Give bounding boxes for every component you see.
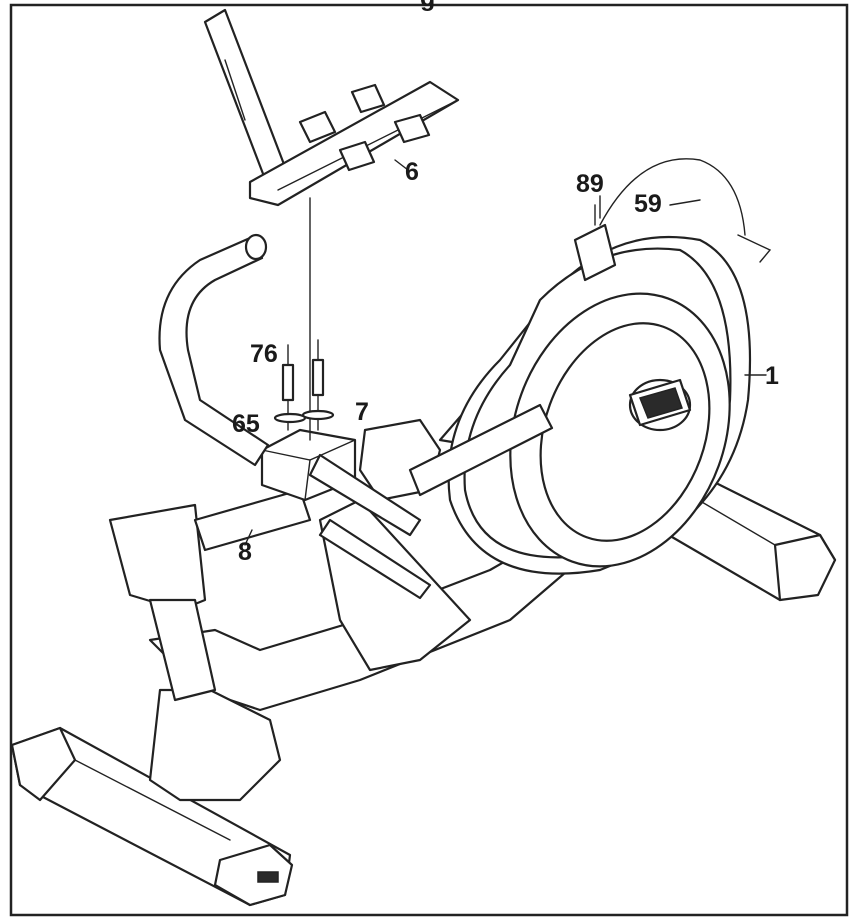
frame-border [9,3,849,917]
part-label-1: 1 [765,362,779,390]
part-label-76: 76 [250,340,278,368]
seat-rail [203,8,460,441]
page-fragment: g [420,0,435,11]
front-stabilizer [10,726,294,907]
handlebar [158,233,554,497]
part-label-65: 65 [232,410,260,438]
flywheel-housing [447,235,752,575]
part-label-6: 6 [405,158,419,186]
sensor-assembly [573,158,772,282]
part-label-59: 59 [634,190,662,218]
leader-lines [244,159,767,546]
pedal-crank [628,378,692,432]
seat-bracket [260,418,442,600]
part-label-7: 7 [355,398,369,426]
part-label-8: 8 [238,538,252,566]
part-label-89: 89 [576,170,604,198]
rear-stabilizer [658,468,837,602]
end-cap-mark [257,871,279,883]
bolts-washers [273,339,335,431]
